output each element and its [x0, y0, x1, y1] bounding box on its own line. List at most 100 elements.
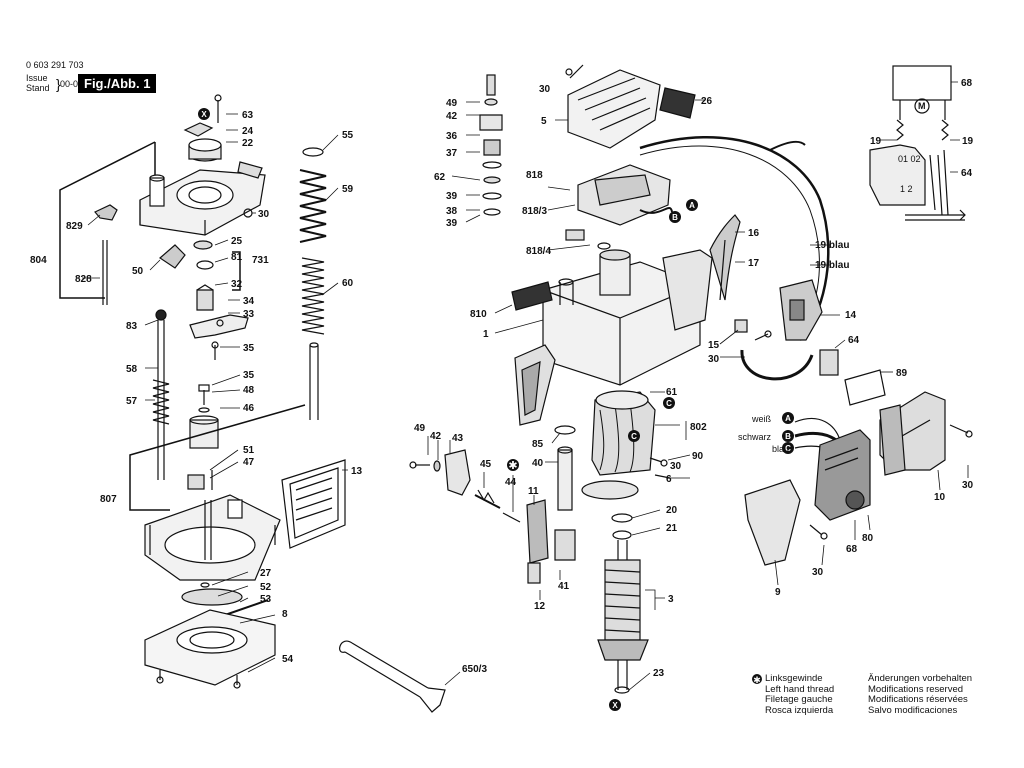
callout-label: 807 — [100, 494, 117, 505]
callout-label: 818/3 — [522, 206, 547, 217]
callout-label: 30 — [708, 354, 720, 365]
callout-label: 829 — [66, 221, 83, 232]
callout-label: 49 — [446, 98, 458, 109]
callout-label: 53 — [260, 594, 272, 605]
callout-label: 22 — [242, 138, 254, 149]
callout-label: 55 — [342, 130, 354, 141]
callout-label: 42 — [446, 111, 458, 122]
callout-label: 24 — [242, 126, 254, 137]
callout-label: C — [785, 444, 791, 453]
callout-label: 01 02 — [898, 154, 921, 164]
mod-en: Modifications reserved — [868, 683, 964, 695]
callout-label: 64 — [961, 168, 973, 179]
legend-en: Left hand thread — [765, 683, 835, 695]
callout-label: 68 — [846, 544, 858, 555]
callout-label: 42 — [430, 431, 442, 442]
callout-label: 804 — [30, 255, 47, 266]
callout-label: 30 — [258, 209, 270, 220]
callout-label: 89 — [896, 368, 908, 379]
mod-fr: Modifications réservées — [868, 694, 968, 705]
callout-label: 5 — [541, 116, 547, 127]
callout-label: blau — [772, 444, 789, 454]
callout-label: 3 — [668, 594, 674, 605]
legend-left-thread: Linksgewinde Left hand thread Filetage g… — [765, 673, 835, 716]
callout-label: 13 — [351, 466, 363, 477]
callout-label: 68 — [961, 78, 973, 89]
callout-label: 810 — [470, 309, 487, 320]
callout-label: 21 — [666, 523, 678, 534]
callout-label: 30 — [539, 84, 551, 95]
callout-label: 731 — [252, 255, 269, 266]
callout-label: 14 — [845, 310, 857, 321]
callout-label: 818 — [526, 170, 543, 181]
callout-label: C — [631, 432, 637, 441]
callout-label: B — [785, 432, 791, 441]
callout-label: 20 — [666, 505, 678, 516]
callout-label: 36 — [446, 131, 458, 142]
callout-label: 51 — [243, 445, 255, 456]
callout-label: 25 — [231, 236, 243, 247]
callout-label: 41 — [558, 581, 570, 592]
callout-label: 37 — [446, 148, 458, 159]
callout-label: 58 — [126, 364, 138, 375]
callout-label: 8 — [282, 609, 288, 620]
legend-es: Rosca izquierda — [765, 704, 834, 716]
callout-label: 828 — [75, 274, 92, 285]
callout-label: 59 — [342, 184, 354, 195]
callout-label: 15 — [708, 340, 720, 351]
callout-label: 10 — [934, 492, 946, 503]
callout-label: X — [612, 701, 618, 710]
callout-label: B — [672, 213, 678, 222]
figure-label: Fig./Abb. 1 — [78, 74, 157, 93]
callout-label: 60 — [342, 278, 354, 289]
callout-label: 1 — [483, 329, 489, 340]
callout-label: 17 — [748, 258, 760, 269]
marker-x-left: X — [201, 110, 207, 119]
callout-label: 32 — [231, 279, 243, 290]
stand-label: Stand — [26, 83, 50, 93]
mod-es: Salvo modificaciones — [868, 704, 958, 716]
callout-label: 48 — [243, 385, 255, 396]
callout-label: A — [689, 201, 695, 210]
callout-label: 27 — [260, 568, 272, 579]
callout-label: 16 — [748, 228, 760, 239]
callout-label: 57 — [126, 396, 138, 407]
callout-label: 63 — [242, 110, 254, 121]
callout-label: 44 — [505, 477, 517, 488]
callout-label: 35 — [243, 343, 255, 354]
callout-label: 47 — [243, 457, 255, 468]
mod-de: Änderungen vorbehalten — [868, 673, 973, 684]
callout-label: 33 — [243, 309, 255, 320]
callout-label: 6 — [666, 474, 672, 485]
part-number: 0 603 291 703 — [26, 60, 84, 70]
svg-text:✱: ✱ — [753, 676, 761, 686]
callout-label: 64 — [848, 335, 860, 346]
callout-label: 80 — [862, 533, 874, 544]
callout-label: 802 — [690, 422, 707, 433]
callout-label: M — [918, 101, 926, 111]
callout-label: C — [666, 399, 672, 408]
legend-fr: Filetage gauche — [765, 694, 833, 705]
callout-label: A — [785, 414, 791, 423]
callout-label: 46 — [243, 403, 255, 414]
callout-label: 35 — [243, 370, 255, 381]
callout-label: 30 — [962, 480, 974, 491]
callout-label: 50 — [132, 266, 144, 277]
callout-label: 39 — [446, 218, 458, 229]
callout-label: 818/4 — [526, 246, 551, 257]
callout-label: 11 — [528, 486, 539, 497]
callout-label: 19 — [962, 136, 974, 147]
callout-label: 40 — [532, 458, 544, 469]
callout-label: 19 blau — [815, 260, 849, 271]
callout-label: 34 — [243, 296, 255, 307]
callout-label: weiß — [751, 414, 772, 424]
callout-label: 12 — [534, 601, 546, 612]
issue-label: Issue — [26, 73, 48, 83]
callout-label: 30 — [812, 567, 824, 578]
callout-label: 23 — [653, 668, 665, 679]
callout-label: 62 — [434, 172, 446, 183]
callout-label: 83 — [126, 321, 138, 332]
callout-label: 9 — [775, 587, 781, 598]
